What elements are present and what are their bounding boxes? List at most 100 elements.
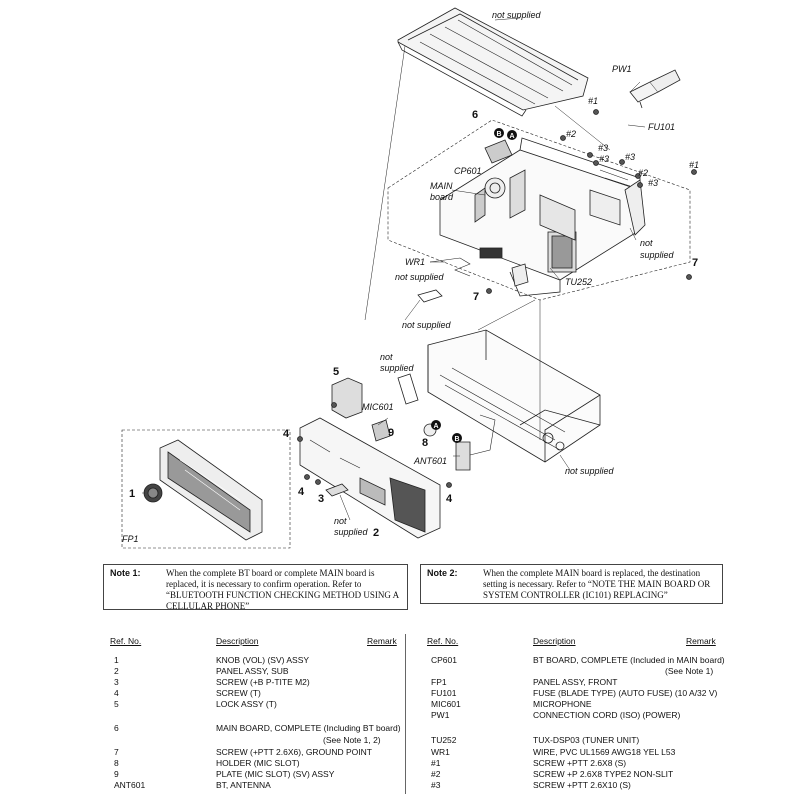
header-ref-no-right: Ref. No. [427, 636, 459, 646]
table-cell-ref: WR1 [431, 747, 450, 757]
table-cell-ref: 5 [114, 699, 119, 709]
ref-number-4: 4 [283, 428, 290, 440]
connector-a-label: A [433, 423, 438, 430]
table-cell-ref: 6 [114, 723, 119, 733]
note-1-box: Note 1: When the complete BT board or co… [103, 564, 408, 611]
label-main: MAIN [430, 181, 453, 191]
table-cell-desc: SCREW +PTT 2.6X8 (S) [533, 758, 627, 768]
main-board-group-box [387, 119, 691, 301]
guide-line [477, 299, 536, 331]
table-cell-desc: PANEL ASSY, SUB [216, 666, 289, 676]
ant601-antenna [455, 414, 496, 471]
not-supplied-part [417, 289, 443, 303]
ref-number-7: 7 [473, 291, 479, 303]
table-cell-ref: MIC601 [431, 699, 461, 709]
table-cell-ref: 8 [114, 758, 119, 768]
label-not-supplied: not supplied [402, 320, 452, 330]
connector-a-label: A [509, 133, 514, 140]
ref-number-8: 8 [422, 437, 428, 449]
note-2-title: Note 2: [427, 568, 458, 578]
note-1-text: When the complete BT board or complete M… [166, 568, 399, 611]
table-cell-remark: (See Note 1) [665, 666, 714, 676]
table-cell-desc: WIRE, PVC UL1569 AWG18 YEL L53 [533, 747, 676, 757]
not-supplied-part [511, 263, 529, 287]
header-description-left: Description [216, 636, 259, 646]
table-cell-desc: BT BOARD, COMPLETE (Included in MAIN boa… [533, 655, 725, 665]
chassis-frame [427, 329, 601, 463]
guide-line [554, 105, 611, 151]
table-cell-ref: FU101 [431, 688, 457, 698]
not-supplied-part [325, 483, 349, 497]
label-pw1: PW1 [612, 64, 632, 74]
table-cell-desc: LOCK ASSY (T) [216, 699, 277, 709]
header-ref-no-left: Ref. No. [110, 636, 142, 646]
table-cell-desc: FUSE (BLADE TYPE) (AUTO FUSE) (10 A/32 V… [533, 688, 718, 698]
header-remark-left: Remark [367, 636, 397, 646]
table-cell-ref: 9 [114, 769, 119, 779]
ref-number-4: 4 [446, 493, 453, 505]
table-cell-desc: TUX-DSP03 (TUNER UNIT) [533, 735, 640, 745]
table-cell-desc: PANEL ASSY, FRONT [533, 677, 618, 687]
table-cell-ref: #3 [431, 780, 441, 790]
top-cover [397, 7, 589, 117]
sub-panel [299, 417, 441, 539]
ref-number-5: 5 [333, 366, 339, 378]
table-cell-desc: SCREW +P 2.6X8 TYPE2 NON-SLIT [533, 769, 674, 779]
table-cell-ref: 4 [114, 688, 119, 698]
table-cell-remark: (See Note 1, 2) [323, 735, 381, 745]
screw-tag-3: #3 [598, 143, 608, 153]
table-cell-desc: MAIN BOARD, COMPLETE (Including BT board… [216, 723, 401, 733]
header-description-right: Description [533, 636, 576, 646]
table-cell-ref: #2 [431, 769, 441, 779]
table-cell-ref: 3 [114, 677, 119, 687]
screw-tag-1: #1 [689, 160, 699, 170]
ref-number-4: 4 [298, 486, 305, 498]
header-remark-right: Remark [686, 636, 716, 646]
label-wr1: WR1 [405, 257, 425, 267]
connector-markers: B A A B [431, 128, 517, 443]
ref-number-3: 3 [318, 493, 324, 505]
main-board-assembly [429, 137, 646, 297]
label-not: not [380, 352, 393, 362]
table-cell-desc: BT, ANTENNA [216, 780, 271, 790]
label-supplied: supplied [334, 527, 369, 537]
screw-tag-2: #2 [566, 129, 576, 139]
table-cell-desc: KNOB (VOL) (SV) ASSY [216, 655, 310, 665]
table-cell-desc: SCREW (T) [216, 688, 261, 698]
front-panel-group-box [121, 429, 291, 549]
note-2-box: Note 2: When the complete MAIN board is … [420, 564, 723, 604]
ref-number-7: 7 [692, 257, 698, 269]
screw-tag-3: #3 [599, 154, 609, 164]
exploded-view-diagram: B A A B not supplied PW1 FU101 CP601 MAI… [121, 7, 699, 549]
table-cell-ref: 1 [114, 655, 119, 665]
ref-number-9: 9 [388, 427, 394, 439]
label-supplied: supplied [380, 363, 415, 373]
table-cell-desc: PLATE (MIC SLOT) (SV) ASSY [216, 769, 335, 779]
label-not-supplied: not supplied [565, 466, 615, 476]
lock-assy [331, 377, 363, 419]
label-not: not [334, 516, 347, 526]
table-cell-ref: FP1 [431, 677, 447, 687]
guide-line [364, 45, 406, 321]
connector-b-label: B [454, 436, 459, 443]
table-cell-desc: SCREW (+PTT 2.6X6), GROUND POINT [216, 747, 372, 757]
label-not-supplied: not supplied [395, 272, 445, 282]
table-cell-ref: #1 [431, 758, 441, 768]
label-cp601: CP601 [454, 166, 482, 176]
screw-tag-2: #2 [638, 168, 648, 178]
label-tu252: TU252 [565, 277, 592, 287]
table-divider [405, 634, 406, 794]
label-fu101: FU101 [648, 122, 675, 132]
ref-number-2: 2 [373, 527, 379, 539]
screw-tag-3: #3 [625, 152, 635, 162]
table-cell-desc: SCREW (+B P-TITE M2) [216, 677, 310, 687]
mic601-part [371, 419, 391, 442]
leader-lines [142, 17, 646, 521]
connector-b-label: B [496, 131, 501, 138]
note-1-title: Note 1: [110, 568, 141, 578]
table-cell-ref: TU252 [431, 735, 457, 745]
pw1-connector [629, 69, 681, 109]
label-not: not [640, 238, 653, 248]
ref-number-1: 1 [129, 488, 135, 500]
screw-tag-1: #1 [588, 96, 598, 106]
